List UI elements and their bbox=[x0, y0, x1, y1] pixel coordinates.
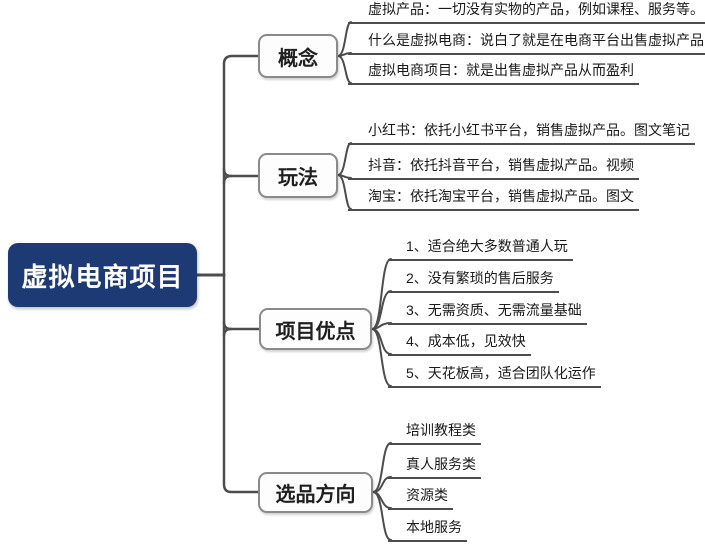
leaf-topic[interactable]: 淘宝：依托淘宝平台，销售虚拟产品。图文 bbox=[348, 187, 639, 211]
branch-topic-product-selection[interactable]: 选品方向 bbox=[258, 472, 373, 513]
leaf-topic[interactable]: 小红书：依托小红书平台，销售虚拟产品。图文笔记 bbox=[348, 121, 695, 145]
leaf-topic[interactable]: 3、无需资质、无需流量基础 bbox=[388, 301, 587, 325]
leaf-topic[interactable]: 2、没有繁琐的售后服务 bbox=[388, 269, 559, 293]
leaf-topic[interactable]: 什么是虚拟电商：说白了就是在电商平台出售虚拟产品 bbox=[348, 31, 705, 55]
root-topic[interactable]: 虚拟电商项目 bbox=[8, 243, 197, 307]
leaf-topic[interactable]: 1、适合绝大多数普通人玩 bbox=[388, 237, 573, 261]
leaf-topic[interactable]: 本地服务 bbox=[388, 518, 467, 542]
leaf-topic[interactable]: 培训教程类 bbox=[388, 421, 481, 445]
leaf-topic[interactable]: 5、天花板高，适合团队化运作 bbox=[388, 364, 601, 388]
branch-topic-concept[interactable]: 概念 bbox=[258, 34, 338, 78]
leaf-topic[interactable]: 虚拟产品：一切没有实物的产品，例如课程、服务等。 bbox=[348, 0, 705, 24]
leaf-topic[interactable]: 4、成本低，见效快 bbox=[388, 332, 531, 356]
leaf-topic[interactable]: 真人服务类 bbox=[388, 455, 481, 479]
branch-topic-playstyle[interactable]: 玩法 bbox=[258, 153, 338, 198]
leaf-topic[interactable]: 虚拟电商项目：就是出售虚拟产品从而盈利 bbox=[348, 61, 639, 85]
branch-topic-advantages[interactable]: 项目优点 bbox=[259, 308, 372, 350]
leaf-topic[interactable]: 抖音：依托抖音平台，销售虚拟产品。视频 bbox=[348, 156, 639, 180]
leaf-topic[interactable]: 资源类 bbox=[388, 486, 453, 510]
